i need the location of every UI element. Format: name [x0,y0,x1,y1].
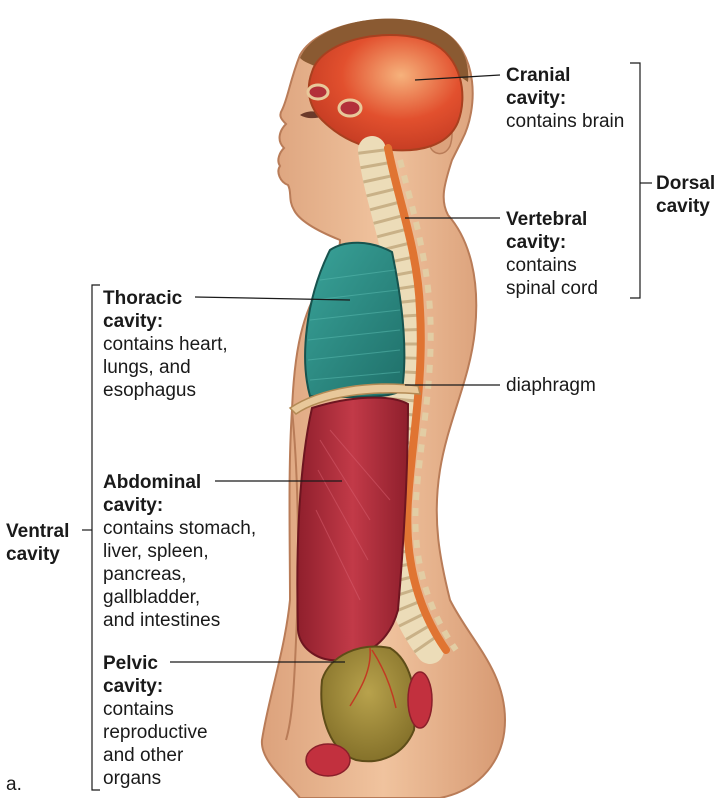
pelvic-title-line1: Pelvic [103,652,208,675]
pelvic-desc-line4: organs [103,767,208,790]
thoracic-title-line1: Thoracic [103,287,228,310]
cranial-title-line1: Cranial [506,64,624,87]
ventral-line1: Ventral [6,520,69,543]
pelvic-cavity [321,647,415,762]
thoracic-desc-line1: contains heart, [103,333,228,356]
dorsal-line1: Dorsal [656,172,715,195]
label-vertebral-cavity: Vertebral cavity: contains spinal cord [506,208,598,300]
thoracic-desc-line3: esophagus [103,379,228,402]
abdominal-desc-line5: and intestines [103,609,256,632]
label-diaphragm: diaphragm [506,374,596,397]
thoracic-desc-line2: lungs, and [103,356,228,379]
abdominal-desc-line4: gallbladder, [103,586,256,609]
abdominal-title-line1: Abdominal [103,471,256,494]
vertebral-title-line2: cavity: [506,231,598,254]
vertebral-title-line1: Vertebral [506,208,598,231]
ventral-bracket [82,285,100,790]
ventral-line2: cavity [6,543,69,566]
panel-label: a. [6,774,22,796]
vertebral-desc-line2: spinal cord [506,277,598,300]
thoracic-title-line2: cavity: [103,310,228,333]
label-pelvic-cavity: Pelvic cavity: contains reproductive and… [103,652,208,790]
cranial-desc-line1: contains brain [506,110,624,133]
group-label-ventral-cavity: Ventral cavity [6,520,69,566]
abdominal-desc-line3: pancreas, [103,563,256,586]
abdominal-desc-line1: contains stomach, [103,517,256,540]
label-cranial-cavity: Cranial cavity: contains brain [506,64,624,133]
pelvic-desc-line1: contains [103,698,208,721]
dorsal-line2: cavity [656,195,715,218]
label-thoracic-cavity: Thoracic cavity: contains heart, lungs, … [103,287,228,402]
vertebral-desc-line1: contains [506,254,598,277]
pelvic-desc-line3: and other [103,744,208,767]
thoracic-cavity [305,243,404,397]
abdominal-cavity [297,398,408,661]
diaphragm-text: diaphragm [506,374,596,397]
dorsal-bracket [630,63,652,298]
group-label-dorsal-cavity: Dorsal cavity [656,172,715,218]
abdominal-desc-line2: liver, spleen, [103,540,256,563]
cranial-title-line2: cavity: [506,87,624,110]
label-abdominal-cavity: Abdominal cavity: contains stomach, live… [103,471,256,632]
pelvic-title-line2: cavity: [103,675,208,698]
abdominal-title-line2: cavity: [103,494,256,517]
pelvic-desc-line2: reproductive [103,721,208,744]
